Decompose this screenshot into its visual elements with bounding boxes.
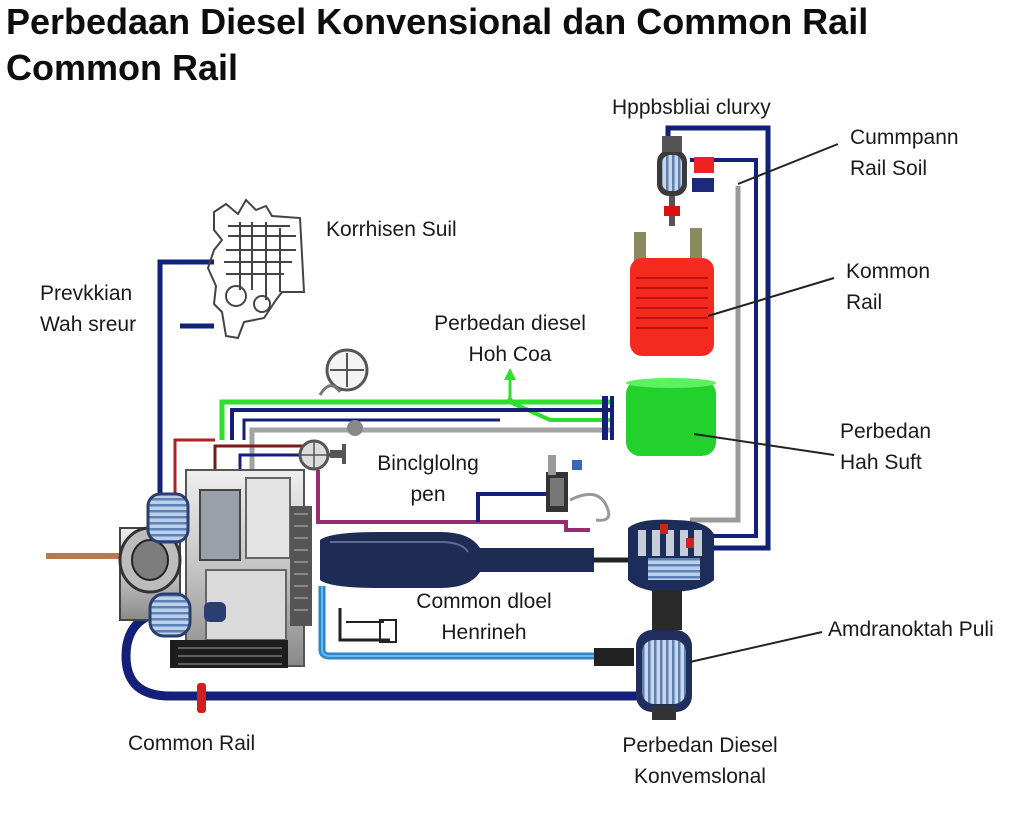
regulator-lower (298, 439, 346, 471)
label-perbedan-diesel-mid: Perbedan diesel Hoh Coa (434, 312, 586, 366)
return-pipe-gray (690, 186, 741, 523)
label-top: Hppbsbliai clurxy (612, 96, 771, 119)
label-previdan: Prevkkian Wah sreur (40, 282, 137, 336)
leader-kommon (707, 277, 835, 317)
leader-amdranoktah (689, 631, 823, 663)
pipe-navy-1 (230, 408, 610, 440)
label-perbedan-diesel-bottom: Perbedan Diesel Konvemslonal (622, 734, 778, 788)
pipe-magenta (316, 470, 590, 532)
pipe-navy-2 (242, 418, 500, 440)
green-tank (626, 378, 716, 456)
label-kommon: Kommon Rail (846, 260, 931, 314)
return-pipe-navy-outer (665, 125, 771, 551)
injection-pump (46, 469, 312, 668)
red-tank (630, 228, 714, 356)
pipe-gray-1 (249, 427, 610, 470)
engine-sketch (206, 198, 306, 340)
pipe-navy-left (157, 259, 214, 500)
injector-block-right (628, 519, 714, 630)
label-cummonpann: Cummpann Rail Soil (850, 126, 959, 180)
return-pipe-navy-inner (690, 158, 758, 538)
fuel-filter (594, 630, 692, 720)
common-rail-body (320, 532, 594, 643)
regulator-gauge (318, 348, 369, 436)
label-common-rail-bottom: Common Rail (128, 732, 256, 755)
label-korrnisen: Korrhisen Suil (326, 218, 457, 241)
small-valve (546, 455, 611, 522)
leader-perbedan (693, 433, 835, 456)
label-common-dioel: Common dloel Henrineh (416, 590, 552, 644)
label-bindgloing: Binclglolng pen (377, 452, 479, 506)
injector-top (657, 136, 714, 226)
leader-cummonpann (737, 143, 839, 185)
page-title: Perbedaan Diesel Konvensional dan Common… (6, 1, 869, 42)
page-subtitle: Common Rail (6, 47, 239, 88)
label-amdranoktah: Amdranoktah Puli (828, 618, 994, 641)
label-perbedan-right: Perbedan Hah Suft (840, 420, 932, 474)
pipe-red-1 (173, 438, 215, 500)
